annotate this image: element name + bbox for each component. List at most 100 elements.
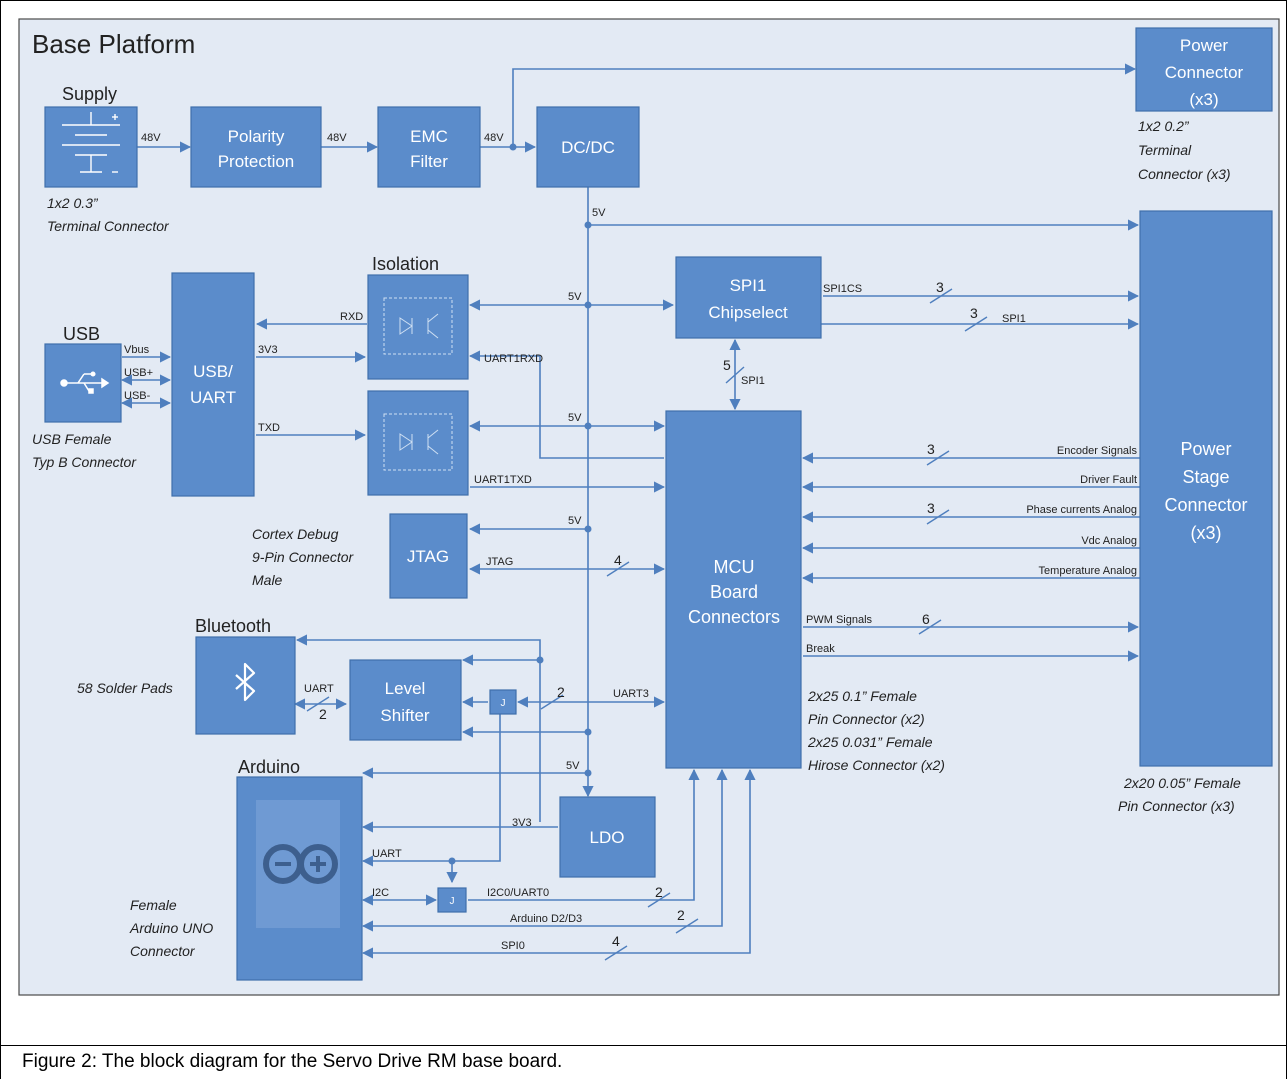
label-3v3-ldo: 3V3	[512, 817, 532, 829]
junction-5v-level-shifter	[584, 728, 592, 736]
polarity-line-1: Polarity	[228, 127, 285, 146]
ldo-block	[559, 796, 656, 878]
count-d2d3: 2	[677, 907, 685, 923]
count-encoder: 3	[927, 441, 935, 457]
label-txd: TXD	[258, 422, 280, 434]
label-spi0: SPI0	[501, 940, 525, 952]
label-uart1rxd: UART1RXD	[484, 353, 543, 365]
usb-uart-line-1: USB/	[193, 362, 233, 381]
label-bt-uart: UART	[304, 683, 334, 695]
mcu-note-3: 2x25 0.031” Female	[807, 734, 933, 750]
label-usbp: USB+	[124, 367, 153, 379]
junction-48v	[509, 143, 517, 151]
supply-note-2: Terminal Connector	[47, 218, 170, 234]
optocoupler-icon	[383, 413, 453, 471]
label-vbus: Vbus	[124, 344, 150, 356]
label-5v-jtag: 5V	[568, 515, 582, 527]
usb-note-2: Typ B Connector	[32, 454, 137, 470]
level-shifter-line-1: Level	[385, 679, 426, 698]
power-connector-note-3: Connector (x3)	[1138, 166, 1231, 182]
jumper-i2c	[437, 887, 467, 913]
isolation-tx-block	[367, 390, 469, 496]
mcu-line-3: Connectors	[688, 607, 780, 627]
bus-mark-spi1cs	[929, 288, 953, 304]
optocoupler-icon	[383, 297, 453, 355]
label-spi1-right: SPI1	[1002, 313, 1026, 325]
jtag-block	[389, 513, 468, 599]
power-stage-note-2: Pin Connector (x3)	[1118, 798, 1235, 814]
jtag-label: JTAG	[407, 547, 449, 566]
level-shifter-block	[349, 659, 462, 741]
bluetooth-heading: Bluetooth	[195, 616, 271, 636]
bus-mark-spi1	[964, 316, 988, 332]
label-48v-2: 48V	[327, 132, 347, 144]
usb-icon	[60, 371, 110, 394]
arduino-note-1: Female	[130, 897, 177, 913]
supply-note-1: 1x2 0.3”	[47, 195, 99, 211]
label-uart3: UART3	[613, 688, 649, 700]
bus-mark-i2c0	[647, 892, 671, 908]
label-i2c: I2C	[372, 887, 389, 899]
polarity-line-2: Protection	[218, 152, 295, 171]
usb-uart-block	[171, 272, 255, 497]
level-shifter-line-2: Shifter	[380, 706, 429, 725]
label-spi1-mcu: SPI1	[741, 375, 765, 387]
junction-5v-mcu	[584, 422, 592, 430]
label-5v-iso: 5V	[568, 291, 582, 303]
jtag-note-3: Male	[252, 572, 283, 588]
label-encoder: Encoder Signals	[1057, 445, 1138, 457]
emc-filter-block	[377, 106, 481, 188]
label-48v-1: 48V	[141, 132, 161, 144]
usb-note-1: USB Female	[32, 431, 112, 447]
arduino-note-2: Arduino UNO	[129, 920, 213, 936]
bluetooth-icon	[235, 662, 256, 702]
battery-icon	[62, 112, 120, 173]
mcu-board-block	[665, 410, 802, 769]
label-rxd: RXD	[340, 311, 363, 323]
spi1-line-1: SPI1	[730, 276, 767, 295]
power-connector-line-2: Connector	[1165, 63, 1244, 82]
jumper-i2c-label: J	[450, 896, 455, 907]
dcdc-label: DC/DC	[561, 138, 615, 157]
count-spi1-right: 3	[970, 305, 978, 321]
bus-mark-spi0	[604, 945, 628, 961]
label-48v-3: 48V	[484, 132, 504, 144]
ldo-label: LDO	[590, 828, 625, 847]
power-connector-note-1: 1x2 0.2”	[1138, 118, 1190, 134]
label-uart1txd: UART1TXD	[474, 474, 532, 486]
count-bt-uart: 2	[319, 706, 327, 722]
emc-line-1: EMC	[410, 127, 448, 146]
caption-divider	[0, 1045, 1287, 1046]
bus-mark-pwm	[918, 619, 942, 635]
label-3v3-usb: 3V3	[258, 344, 278, 356]
isolation-rx-block	[367, 274, 469, 380]
bus-mark-uart3	[540, 694, 564, 710]
bus-marks	[306, 288, 988, 961]
count-i2c0: 2	[655, 884, 663, 900]
frame-left-border	[0, 0, 1, 1079]
bus-count-labels: 3 3 5 3 3 4 6 2 2 2 2 4	[319, 279, 978, 949]
label-temp: Temperature Analog	[1039, 565, 1137, 577]
bus-mark-jtag	[606, 561, 630, 577]
count-phase: 3	[927, 500, 935, 516]
label-spi1cs: SPI1CS	[823, 283, 862, 295]
power-stage-block	[1139, 210, 1273, 767]
mcu-line-2: Board	[710, 582, 758, 602]
junction-5v-isolation	[584, 301, 592, 309]
power-connector-note-2: Terminal	[1138, 142, 1192, 158]
mcu-line-1: MCU	[714, 557, 755, 577]
label-5v-arduino: 5V	[566, 760, 580, 772]
3v3-to-bluetooth-line	[295, 634, 541, 660]
power-connector-line-3: (x3)	[1189, 90, 1218, 109]
bus-mark-bt	[306, 696, 330, 712]
figure-caption: Figure 2: The block diagram for the Serv…	[22, 1051, 563, 1072]
label-arduino-uart: UART	[372, 848, 402, 860]
label-phase: Phase currents Analog	[1026, 504, 1137, 516]
usb-uart-line-2: UART	[190, 388, 236, 407]
power-stage-line-2: Stage	[1182, 467, 1229, 487]
usb-heading: USB	[63, 324, 100, 344]
label-driver-fault: Driver Fault	[1080, 474, 1137, 486]
count-spi0: 4	[612, 933, 620, 949]
jumper-uart3-label: J	[501, 698, 506, 709]
label-5v-top: 5V	[592, 207, 606, 219]
